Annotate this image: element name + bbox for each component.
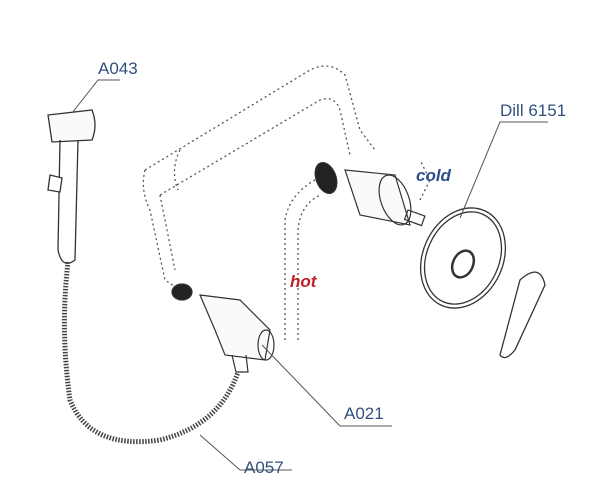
label-hose: A057	[244, 458, 284, 477]
label-handset: A043	[98, 59, 138, 78]
label-elbow: A021	[344, 404, 384, 423]
leader-lines	[71, 79, 548, 471]
shower-hose	[61, 261, 241, 445]
wall-elbow	[171, 283, 275, 373]
handset	[47, 109, 96, 264]
label-hot: hot	[290, 272, 317, 291]
mixer-valve	[314, 161, 426, 227]
cover-plate	[419, 207, 507, 309]
label-panel: Dill 6151	[500, 101, 567, 120]
label-cold: cold	[416, 166, 451, 185]
lever-handle	[499, 271, 546, 359]
concealed-pipes	[142, 65, 431, 340]
